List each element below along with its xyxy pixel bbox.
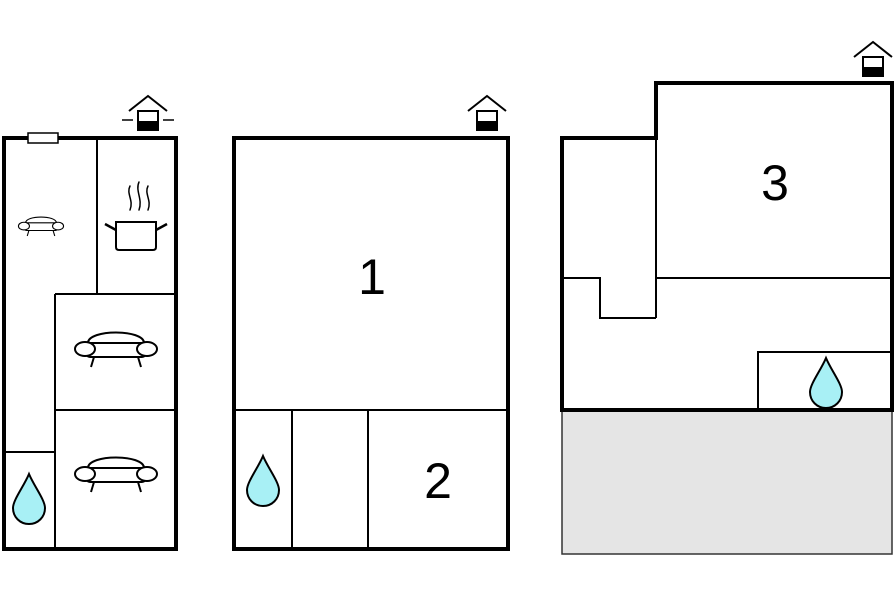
floor-plan-left [2, 95, 178, 551]
water-drop-icon [246, 455, 280, 507]
entrance-house-icon [122, 95, 174, 131]
terrace-area [561, 409, 893, 555]
water-drop-icon [12, 473, 46, 525]
water-drop-icon [809, 357, 843, 409]
floor-plan-middle: 1 2 [232, 95, 510, 551]
cooking-pot-icon [104, 181, 168, 251]
floor-plan-right: 3 [560, 41, 894, 555]
entrance-house-icon [467, 95, 507, 131]
sofa-icon [74, 456, 158, 493]
room-number-3: 3 [761, 155, 789, 211]
entrance-house-icon [853, 41, 893, 77]
room-number-1: 1 [358, 249, 386, 305]
window [27, 132, 59, 144]
sofa-icon [17, 216, 65, 237]
sofa-icon [74, 331, 158, 368]
room-number-2: 2 [424, 453, 452, 509]
